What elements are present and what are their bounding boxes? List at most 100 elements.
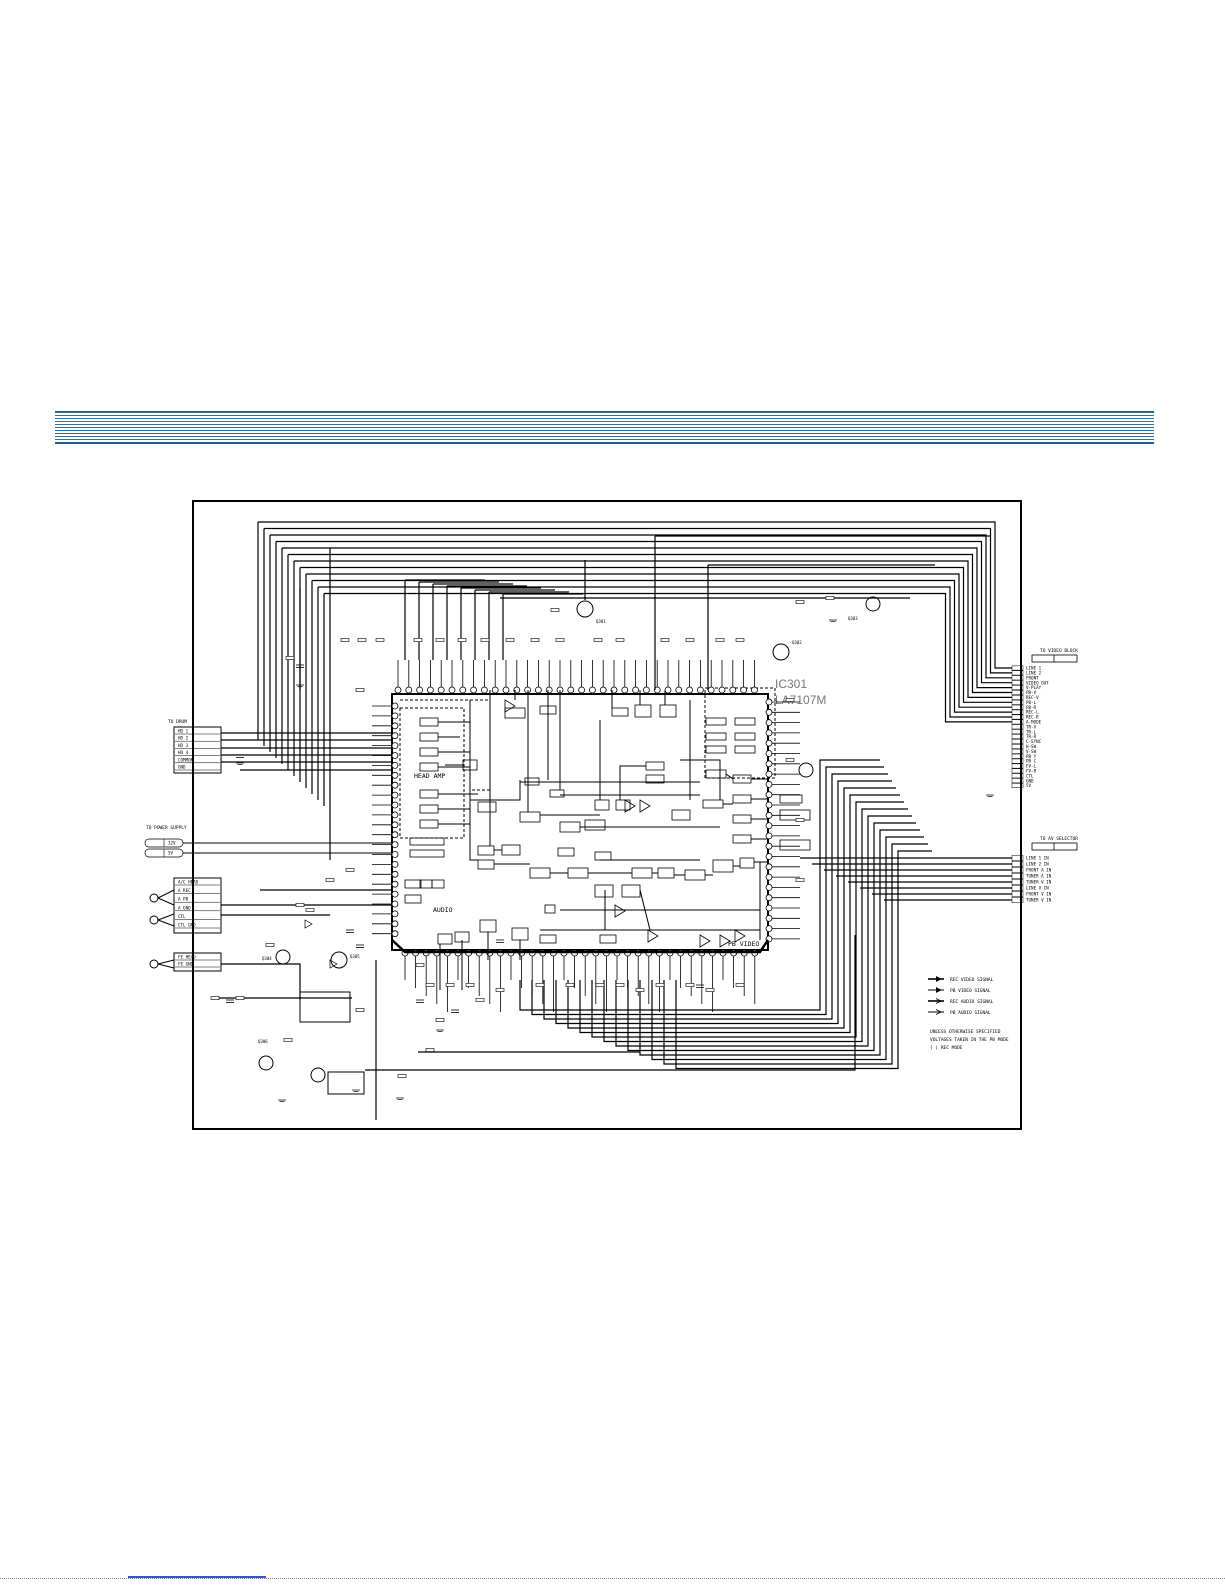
video-block-pin-label: GND [1026, 778, 1034, 783]
function-block [549, 789, 565, 798]
transistor-q303 [865, 596, 881, 612]
amplifier-symbol [647, 929, 659, 943]
function-block [501, 844, 521, 856]
transistor-q307 [310, 1067, 326, 1083]
ic-pin-right [765, 904, 773, 912]
video-block-pin-9: PB-R [1011, 704, 1037, 710]
function-block [684, 869, 706, 881]
header-band [55, 412, 1154, 443]
function-block [511, 927, 529, 941]
function-block [702, 799, 724, 809]
head-amp-label: HEAD AMP [414, 772, 445, 780]
legend-item: PB VIDEO SIGNAL [928, 987, 991, 994]
function-block [631, 867, 653, 879]
resistor [635, 988, 645, 992]
video-block-pin-label: REC-R [1026, 715, 1039, 720]
drum-pin-5: COMMON [175, 757, 220, 764]
function-block [479, 919, 497, 933]
ic-pin-right [765, 842, 773, 850]
legend-item-label: REC VIDEO SIGNAL [950, 977, 994, 983]
drum-pin-label: GND [178, 765, 186, 770]
footer-link-underline[interactable] [128, 1576, 266, 1578]
resistor [375, 638, 385, 642]
video-block-pin-25: 5V [1011, 783, 1032, 788]
function-block [409, 837, 445, 846]
function-block [734, 717, 756, 726]
ac-head-pin-5: CTL [175, 914, 220, 920]
audio-block-label: AUDIO [433, 906, 453, 914]
video-block-pin-label: FV-R [1026, 769, 1037, 774]
function-block [659, 704, 677, 718]
drum-pin-label: HD 2 [178, 736, 189, 741]
ic-pin-left [391, 702, 399, 710]
function-block [404, 894, 422, 904]
right-connector2-title: TO AV SELECTOR [1040, 836, 1078, 842]
ic-pin-top [545, 686, 553, 694]
ic-pin-right [765, 770, 773, 778]
function-block [419, 879, 433, 889]
function-block [504, 707, 526, 719]
video-block-pin-2: LINE 2 [1011, 670, 1042, 676]
function-block [671, 809, 691, 821]
resistor [785, 698, 795, 702]
ac-head-pin-label: A PB [178, 897, 189, 902]
function-block [732, 774, 752, 784]
ic-pin-top [686, 686, 693, 694]
ac-head-pin-label: A REC [178, 888, 191, 893]
resistor [445, 983, 455, 987]
function-block [419, 804, 439, 814]
ac-head-pin-label: A/C HEAD [178, 880, 199, 885]
ic-pin-right [765, 750, 773, 757]
legend-item-label: PB VIDEO SIGNAL [950, 988, 991, 994]
head-coil-symbols [149, 889, 175, 969]
drum-pin-label: HD 4 [178, 750, 189, 755]
resistor [705, 988, 715, 992]
video-block-pin-10: REC-L [1011, 709, 1039, 715]
video-block-pin-label: PB Y [1026, 754, 1037, 759]
ic-pin-right [765, 873, 773, 881]
function-block [705, 769, 727, 779]
function-block [544, 904, 556, 914]
function-block [419, 762, 439, 772]
function-block [584, 819, 606, 831]
ic-pin-right [765, 914, 773, 922]
drum-pin-6: GND [175, 765, 220, 771]
av-selector-pin-8: TUNER V IN [1011, 897, 1052, 903]
video-block-pin-12: A-MODE [1011, 719, 1042, 725]
function-block [557, 847, 575, 857]
ic-pin-left [391, 870, 399, 878]
legend-note-2: VOLTAGES TAKEN IN THE PB MODE [930, 1037, 1009, 1043]
av-selector-pin-2: LINE 2 IN [1011, 861, 1049, 867]
av-selector-pin-label: LINE 2 IN [1026, 862, 1049, 867]
legend-item: PB AUDIO SIGNAL [928, 1009, 991, 1016]
footer-dotted-rule [0, 1578, 1225, 1579]
function-block [519, 811, 541, 823]
resistor [505, 638, 515, 642]
resistor [340, 638, 350, 642]
amplifier-symbol [734, 929, 746, 943]
function-block [705, 745, 727, 754]
ic-pin-left [391, 900, 399, 908]
ic-pin-right [765, 791, 773, 799]
resistor [457, 638, 467, 642]
function-block [594, 884, 614, 898]
resistor [550, 608, 560, 612]
video-block-pin-label: TR-L [1026, 729, 1037, 734]
ic-pin-top [394, 686, 402, 694]
ic-pin-top [718, 686, 726, 694]
av-selector-pin-label: FRONT A IN [1026, 868, 1052, 873]
ic-pin-top [589, 686, 596, 694]
bus-wires-bottom [218, 732, 1012, 1120]
ic-pin-right [765, 719, 773, 726]
ac-head-pin-label: CTL [178, 914, 186, 919]
amplifier-symbol [699, 934, 711, 948]
function-block [734, 745, 756, 754]
ic-pin-right [765, 832, 773, 840]
ic-pin-right [765, 739, 773, 747]
video-block-pin-8: PB-L [1011, 699, 1037, 705]
ic-pin-top [470, 686, 478, 694]
transistor-q304 [275, 949, 291, 965]
